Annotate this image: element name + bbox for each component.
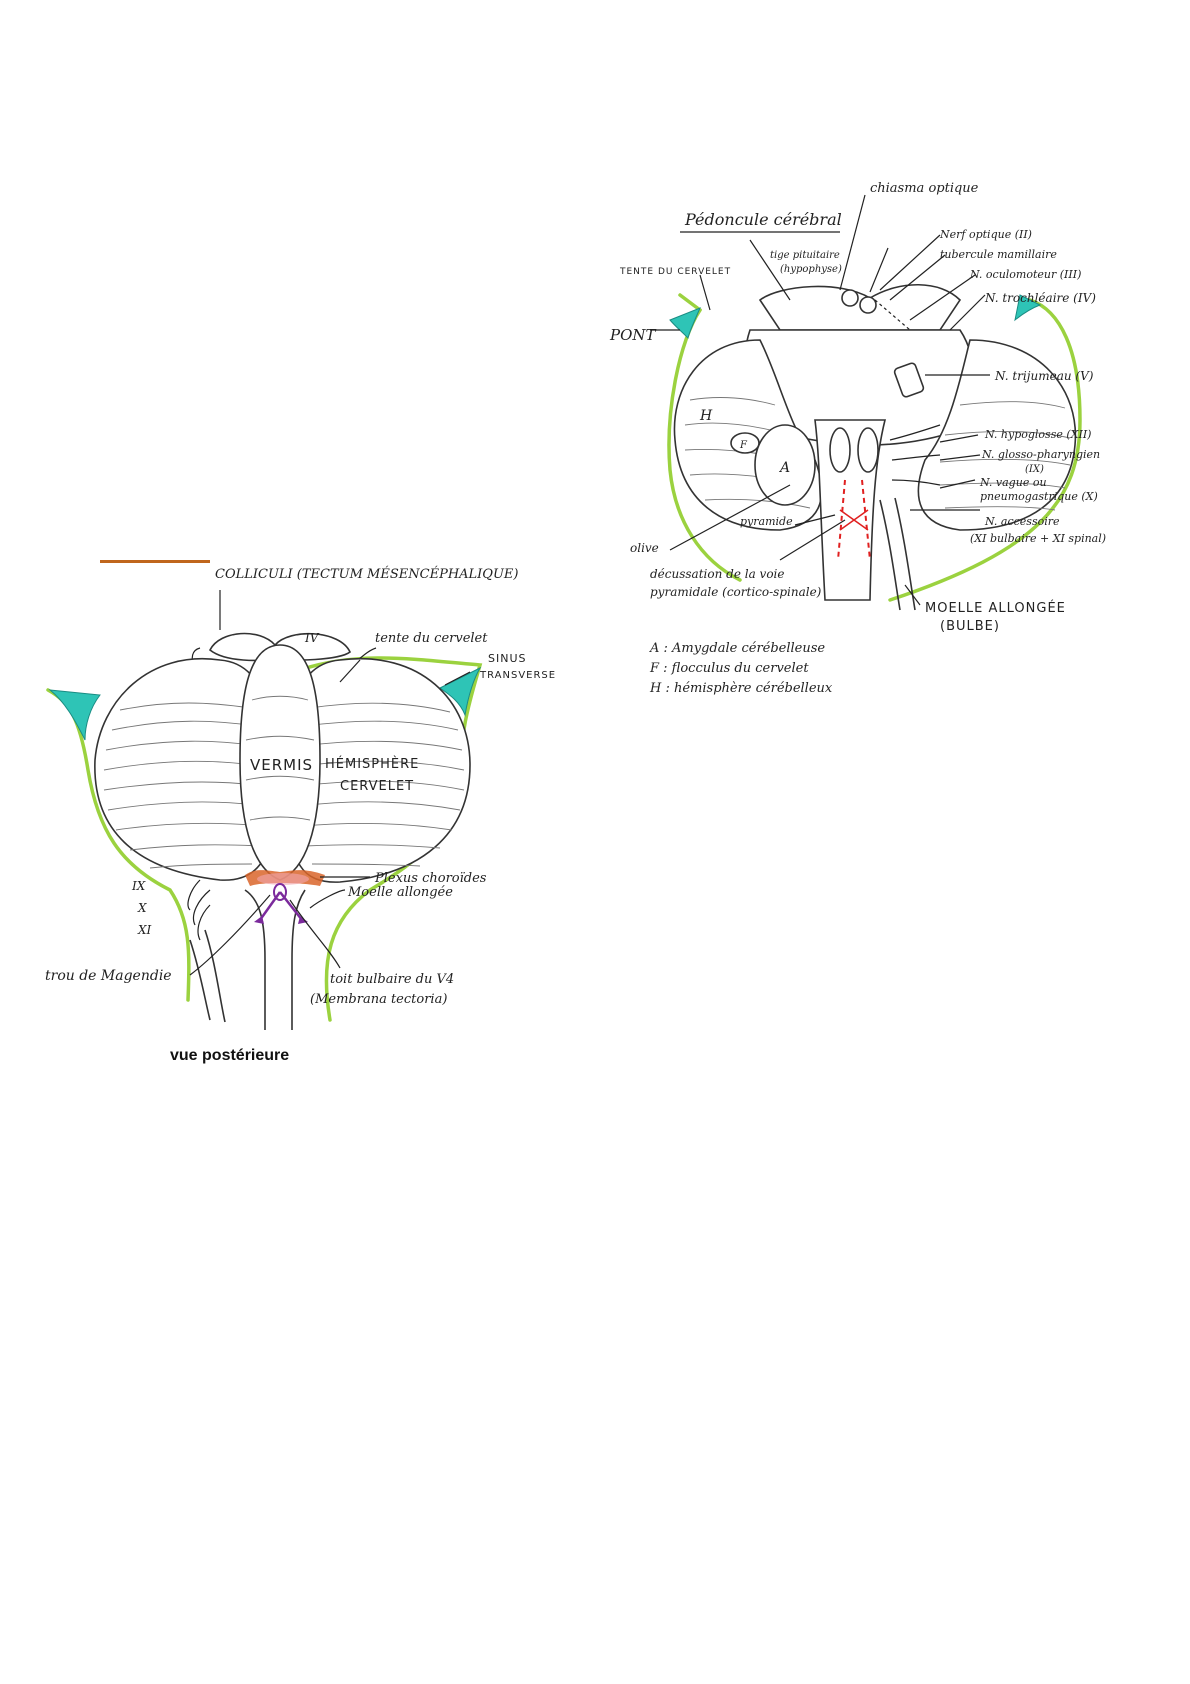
label-tente-posterior: tente du cervelet xyxy=(375,631,488,646)
label-pont: PONT xyxy=(609,326,657,344)
label-sinus-2: TRANSVERSE xyxy=(479,670,556,681)
label-accessoire-1: N. accessoire xyxy=(984,515,1060,528)
anterior-view-figure: chiasma optique Pédoncule cérébral tige … xyxy=(609,180,1160,740)
label-colliculi: COLLICULI (TECTUM MÉSENCÉPHALIQUE) xyxy=(215,566,518,582)
label-H: H xyxy=(699,408,713,424)
label-trochleaire: N. trochléaire (IV) xyxy=(984,291,1096,305)
hemisphere-right-anterior xyxy=(917,339,1077,531)
label-moelle-anterior-1: MOELLE ALLONGÉE xyxy=(925,600,1066,616)
label-trijumeau: N. trijumeau (V) xyxy=(994,369,1094,383)
sinus-left xyxy=(48,689,101,741)
tentorium-anterior-left xyxy=(667,308,742,582)
legend-item: A : Amygdale cérébelleuse xyxy=(649,641,825,656)
label-pyramide: pyramide xyxy=(740,515,793,528)
label-plexus: Plexus choroïdes xyxy=(374,871,487,886)
sinus-anterior-right xyxy=(1014,294,1042,322)
label-decussation-2: pyramidale (cortico-spinale) xyxy=(650,585,822,599)
label-chiasma: chiasma optique xyxy=(870,181,979,196)
label-tente-anterior: TENTE DU CERVELET xyxy=(619,267,731,277)
label-accessoire-2: (XI bulbaire + XI spinal) xyxy=(970,532,1106,545)
label-glosso-2: (IX) xyxy=(1025,464,1044,475)
posterior-view-drawing: COLLICULI (TECTUM MÉSENCÉPHALIQUE) IV te… xyxy=(45,566,555,1064)
anterior-view-drawing: chiasma optique Pédoncule cérébral tige … xyxy=(609,181,1106,696)
legend-item: F : flocculus du cervelet xyxy=(649,661,809,676)
label-tubercule: tubercule mamillaire xyxy=(940,248,1057,261)
label-decussation-1: décussation de la voie xyxy=(650,567,784,581)
tentorium-anterior-right xyxy=(888,298,1082,602)
sinus-anterior-left xyxy=(669,307,701,339)
sinus-right xyxy=(439,666,482,717)
label-sinus-1: SINUS xyxy=(488,652,527,665)
accessory-nerve-root xyxy=(189,929,226,1023)
label-vague-2: pneumogastrique (X) xyxy=(980,490,1098,503)
label-moelle-anterior-2: (BULBE) xyxy=(940,619,1000,634)
label-ix-posterior: IX xyxy=(131,879,146,893)
label-hemisphere-2: CERVELET xyxy=(340,779,414,794)
label-nerf-optique: Nerf optique (II) xyxy=(939,228,1032,241)
label-vermis: VERMIS xyxy=(250,756,313,774)
label-hemisphere-1: HÉMISPHÈRE xyxy=(325,756,419,772)
posterior-view-figure: COLLICULI (TECTUM MÉSENCÉPHALIQUE) IV te… xyxy=(40,566,555,1090)
label-F: F xyxy=(739,440,748,451)
label-A: A xyxy=(778,460,790,476)
label-toit-2: (Membrana tectoria) xyxy=(310,992,447,1007)
label-trou: trou de Magendie xyxy=(45,968,172,984)
flocculus xyxy=(730,432,760,454)
label-pedoncule: Pédoncule cérébral xyxy=(684,210,842,229)
trigeminal-root xyxy=(893,362,925,398)
label-x-posterior: X xyxy=(137,901,147,915)
caption-vue-posterieure: vue postérieure xyxy=(170,1047,289,1064)
label-tige-2: (hypophyse) xyxy=(780,264,842,275)
anterior-legend: A : Amygdale cérébelleuse F : flocculus … xyxy=(649,641,833,696)
label-moelle-posterior: Moelle allongée xyxy=(347,885,453,900)
label-olive: olive xyxy=(630,541,659,555)
amygdale xyxy=(754,424,816,506)
label-vague-1: N. vague ou xyxy=(979,476,1047,489)
label-glosso-1: N. glosso-pharyngien xyxy=(981,448,1100,461)
legend-item: H : hémisphère cérébelleux xyxy=(649,681,833,696)
label-tige-1: tige pituitaire xyxy=(770,250,840,261)
label-toit-1: toit bulbaire du V4 xyxy=(330,972,454,987)
label-oculomoteur: N. oculomoteur (III) xyxy=(969,268,1081,281)
section-underline xyxy=(100,560,210,563)
label-iv: IV xyxy=(304,631,320,645)
decussation-arrows xyxy=(837,479,871,561)
label-hypoglosse: N. hypoglosse (XII) xyxy=(984,428,1091,441)
label-xi-posterior: XI xyxy=(137,923,152,937)
